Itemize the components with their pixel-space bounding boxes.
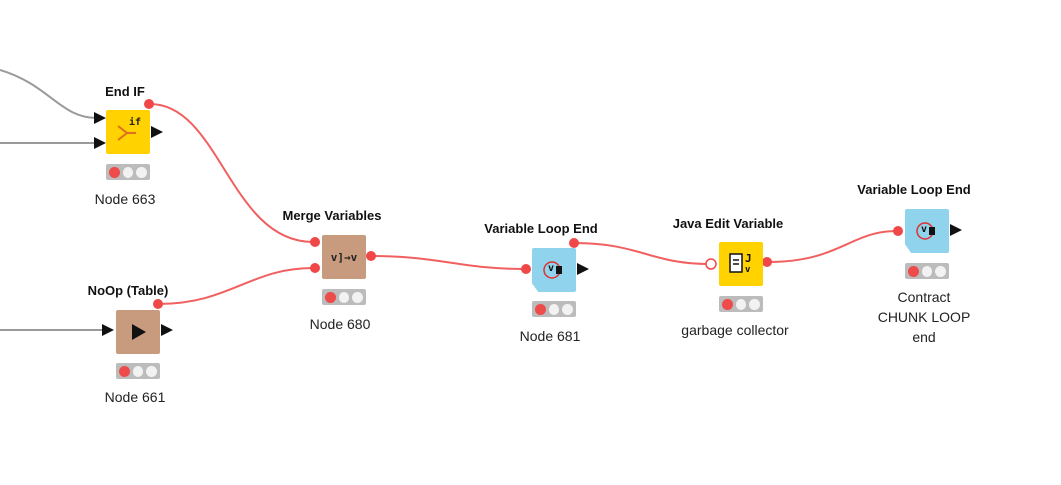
node-label-line: end [912, 329, 936, 345]
flow-port-icon[interactable] [521, 264, 531, 274]
svg-text:v: v [745, 265, 751, 275]
node-status-loop-end-2 [905, 263, 949, 279]
flow-port-empty-icon[interactable] [705, 258, 717, 270]
play-icon [132, 324, 146, 340]
node-status-merge [322, 289, 366, 305]
node-title-merge-variables: Merge Variables [282, 208, 382, 223]
end-if-icon [117, 125, 136, 141]
flow-connection-noop-merge[interactable] [157, 267, 314, 305]
output-port-icon[interactable] [161, 324, 173, 336]
merge-variables-icon: v]→v [330, 250, 358, 264]
variable-loop-end-node-2[interactable]: v [905, 209, 949, 253]
node-label-noop[interactable]: Node 661 [104, 389, 166, 405]
end-if-node[interactable]: if [106, 110, 150, 154]
node-label-end-if[interactable]: Node 663 [94, 191, 156, 207]
flow-port-icon[interactable] [144, 99, 154, 109]
node-label-line: Contract [897, 289, 951, 305]
merge-variables-node[interactable]: v]→v [322, 235, 366, 279]
flow-connection-merge-loopend[interactable] [371, 255, 526, 270]
flow-port-icon[interactable] [762, 257, 772, 267]
flow-port-icon[interactable] [153, 299, 163, 309]
java-edit-variable-node[interactable]: v J [719, 242, 763, 286]
noop-table-node[interactable] [116, 310, 160, 354]
flow-connection-loopend-java[interactable] [573, 242, 711, 265]
node-title-loop-end-2: Variable Loop End [857, 182, 971, 197]
node-label-loop-end-1[interactable]: Node 681 [519, 328, 581, 344]
loop-end-icon-text: v [548, 263, 555, 274]
flow-connection-java-loopend2[interactable] [767, 230, 898, 263]
flow-port-icon[interactable] [893, 226, 903, 236]
java-icon: v [729, 253, 751, 275]
node-label-java-edit[interactable]: garbage collector [681, 322, 789, 338]
node-title-end-if: End IF [105, 84, 145, 99]
node-label-line: CHUNK LOOP [877, 309, 971, 325]
end-if-icon-text: if [129, 117, 142, 128]
output-port-icon[interactable] [950, 224, 962, 236]
flow-port-icon[interactable] [366, 251, 376, 261]
flow-connection-endif-merge[interactable] [149, 103, 314, 243]
node-label-merge[interactable]: Node 680 [309, 316, 371, 332]
node-title-loop-end-1: Variable Loop End [484, 221, 598, 236]
node-status-noop [116, 363, 160, 379]
node-status-end-if [106, 164, 150, 180]
node-label-loop-end-2[interactable]: Contract CHUNK LOOP end [878, 287, 971, 347]
output-port-icon[interactable] [151, 126, 163, 138]
loop-end-icon-text: v [921, 224, 928, 235]
node-status-java-edit [719, 296, 763, 312]
input-port-icon[interactable] [94, 137, 106, 149]
data-connection-in-1[interactable] [0, 69, 98, 119]
node-status-loop-end-1 [532, 301, 576, 317]
flow-port-icon[interactable] [569, 238, 579, 248]
input-port-icon[interactable] [102, 324, 114, 336]
flow-port-icon[interactable] [310, 263, 320, 273]
node-title-java-edit: Java Edit Variable [672, 216, 784, 231]
loop-end-icon [916, 222, 935, 240]
input-port-icon[interactable] [94, 112, 106, 124]
loop-end-icon [543, 261, 562, 279]
java-icon-text: J [745, 252, 752, 265]
flow-port-icon[interactable] [310, 237, 320, 247]
variable-loop-end-node-681[interactable]: v [532, 248, 576, 292]
output-port-icon[interactable] [577, 263, 589, 275]
node-title-noop: NoOp (Table) [87, 283, 169, 298]
